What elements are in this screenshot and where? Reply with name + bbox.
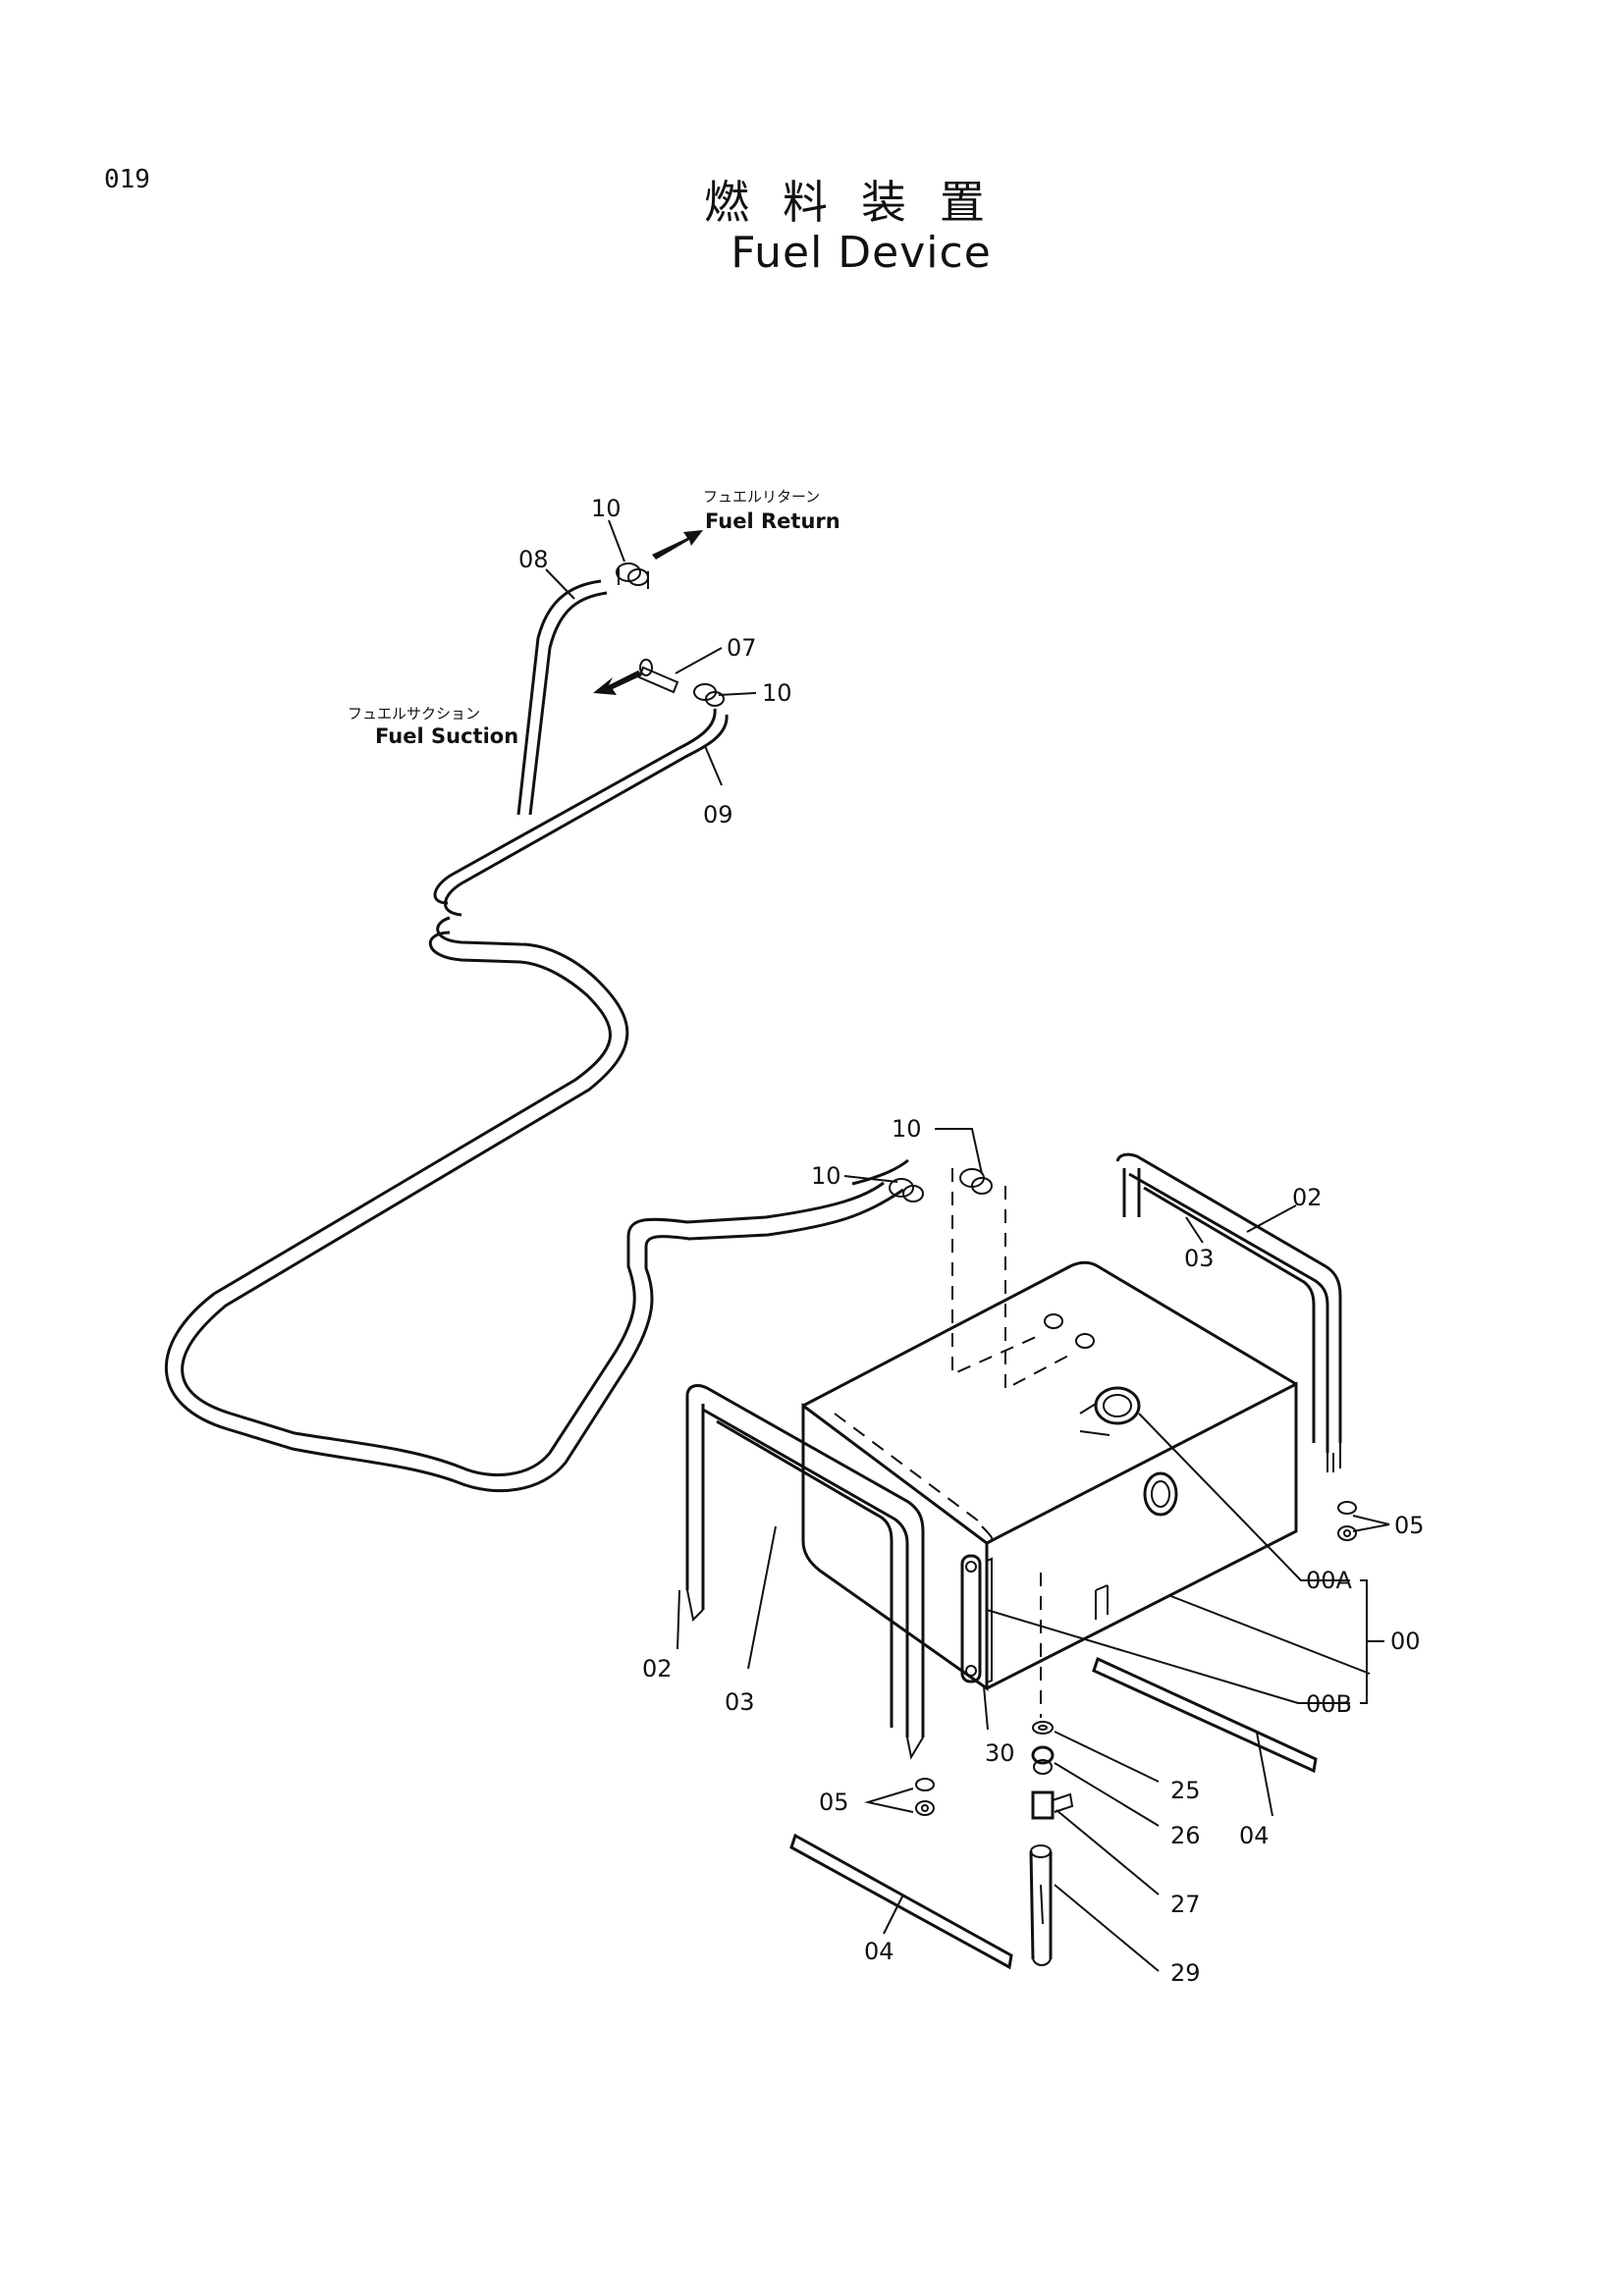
page-title-english: Fuel Device [731, 228, 992, 278]
part-label-00a: 00A [1306, 1567, 1353, 1594]
clamp-10-middle [693, 683, 725, 707]
part-label-10-middle: 10 [762, 679, 792, 707]
joint-07 [637, 659, 679, 694]
arrow-fuel-suction [593, 670, 642, 695]
note-fuel-return-jp: フュエルリターン [703, 488, 820, 506]
part-label-04-left: 04 [864, 1938, 894, 1965]
fuel-hose-08 [516, 579, 608, 816]
rubber-strip-04-right [1092, 1656, 1318, 1774]
fuel-hose-main-loop [165, 916, 909, 1493]
clamp-10-tank-right [959, 1168, 993, 1195]
part-label-30: 30 [985, 1739, 1015, 1767]
drain-hose-29 [1029, 1844, 1053, 1966]
part-label-05-left: 05 [819, 1789, 849, 1816]
part-label-10-top: 10 [591, 495, 622, 522]
page-number: 019 [104, 165, 150, 194]
arrow-fuel-return [652, 530, 703, 560]
part-label-07: 07 [727, 634, 757, 662]
rubber-strip-04-left [789, 1833, 1013, 1970]
drain-plug-26 [1031, 1745, 1055, 1775]
leader-clamp-tank-b [1004, 1186, 1071, 1391]
part-label-00b: 00B [1306, 1690, 1352, 1718]
note-fuel-return: Fuel Return [705, 509, 840, 533]
part-label-02-right: 02 [1292, 1184, 1323, 1211]
clamp-10-top [616, 562, 649, 589]
page-title-japanese: 燃料装置 [704, 176, 1018, 229]
part-label-27: 27 [1170, 1891, 1201, 1918]
drain-cock-27 [1031, 1790, 1074, 1820]
part-label-04-right: 04 [1239, 1822, 1270, 1849]
part-label-00: 00 [1390, 1628, 1421, 1655]
part-label-02-left: 02 [642, 1655, 673, 1682]
note-fuel-suction-jp: フュエルサクション [348, 705, 480, 722]
drain-washer-25 [1032, 1721, 1054, 1735]
tank-band-left [685, 1384, 925, 1760]
note-fuel-suction: Fuel Suction [375, 724, 518, 748]
fuel-hose-09 [433, 708, 729, 917]
part-label-25: 25 [1170, 1777, 1201, 1804]
part-label-09: 09 [703, 801, 733, 828]
clamp-10-tank-left [889, 1178, 924, 1202]
leader-clamp-tank-a [951, 1168, 1037, 1376]
part-label-03-left: 03 [725, 1688, 755, 1716]
part-label-29: 29 [1170, 1959, 1201, 1987]
part-label-10-tank-right: 10 [892, 1115, 922, 1143]
nut-05-right [1337, 1501, 1357, 1541]
part-label-05-right: 05 [1394, 1512, 1425, 1539]
fuel-tank-00 [801, 1260, 1298, 1691]
nut-05-left [915, 1778, 935, 1816]
part-label-03-right: 03 [1184, 1245, 1215, 1272]
leader-lines [545, 519, 1390, 1972]
part-label-08: 08 [518, 546, 549, 573]
tank-band-right [1115, 1152, 1342, 1472]
part-label-26: 26 [1170, 1822, 1201, 1849]
part-label-10-tank-left: 10 [811, 1162, 841, 1190]
